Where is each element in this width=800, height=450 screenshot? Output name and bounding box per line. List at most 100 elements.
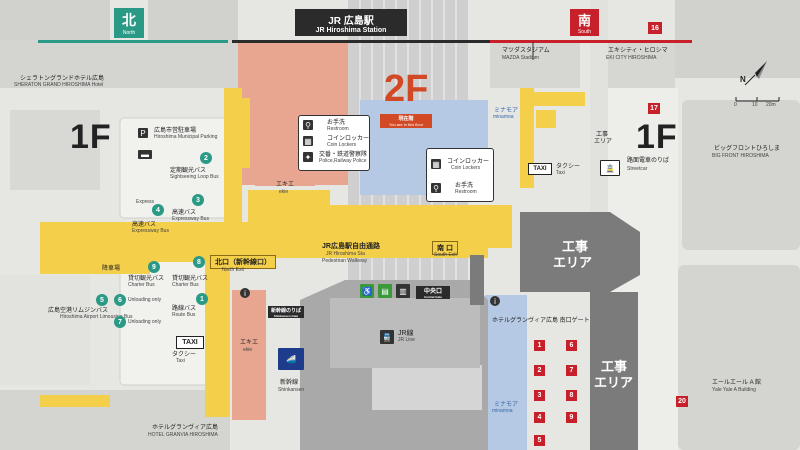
south-stop-1: 1 xyxy=(534,340,545,351)
shinkansen-icon: 🚄 xyxy=(278,348,304,370)
south-label-en: South xyxy=(577,29,592,35)
south-stop-9: 9 xyxy=(566,412,577,423)
construction-south-jp2: エリア xyxy=(594,375,634,390)
green-sign-icon-2: ▤ xyxy=(378,284,392,298)
left-floor-label: 1F xyxy=(70,118,112,156)
north-label-jp: 北 xyxy=(122,12,136,28)
shinkansen-gate-badge: 新幹線のりば Shinkansen Gate xyxy=(268,306,304,318)
restroom-south-icon: ⚲ xyxy=(431,183,441,193)
shinkansen-gate-en: Shinkansen Gate xyxy=(273,313,299,318)
marker-20: 20 xyxy=(676,396,688,407)
south-badge: 南 South xyxy=(570,9,599,36)
central-gate-en: Central Gate xyxy=(424,295,442,299)
marker-17: 17 xyxy=(648,103,660,114)
route-en: Route Bus xyxy=(172,312,196,318)
south-stop-5: 5 xyxy=(534,435,545,446)
taxi-sign-south: TAXI xyxy=(528,163,552,175)
charter-en: Charter Bus xyxy=(172,282,199,288)
walkway-jp: JR広島駅自由通路 xyxy=(322,243,380,250)
ekicity-en: EKI CITY HIROSHIMA xyxy=(606,55,657,61)
stop-8: 8 xyxy=(193,256,205,268)
loopbus-en: Sightseeing Loop Bus xyxy=(170,174,219,180)
taxi-north-en: Taxi xyxy=(176,358,185,364)
bus-icon: ▬ xyxy=(138,150,152,159)
sheraton-jp: シェラトングランドホテル広島 xyxy=(20,76,105,82)
parking-jp: 広島市営駐車場 xyxy=(154,128,197,134)
construction-south-jp: 工事 xyxy=(601,359,628,374)
parking-en: Hiroshima Municipal Parking xyxy=(154,134,218,140)
scale-20: 20m xyxy=(766,102,776,108)
police-en: Police,Railway Police xyxy=(319,158,367,164)
station-title-en: JR Hiroshima Station xyxy=(315,26,387,34)
taxi-sign-north: TAXI xyxy=(176,336,204,349)
facility-callout-north: お手洗 Restroom コインロッカー Coin Lockers 交番・鉄道警… xyxy=(298,115,370,171)
info-icon[interactable]: i xyxy=(240,288,250,298)
construction-center-jp2: エリア xyxy=(553,255,593,270)
station-title-jp: JR 広島駅 xyxy=(328,15,374,27)
south-stop-7: 7 xyxy=(566,365,577,376)
marker-16: 16 xyxy=(648,22,662,34)
airport-jp: 広島空港リムジンバス xyxy=(48,308,109,314)
bigfront-en: BIG FRONT HIROSHIMA xyxy=(712,153,769,159)
south-label-jp: 南 xyxy=(577,13,591,28)
charter-en-2: Charter Bus xyxy=(128,282,155,288)
central-gate-badge: 中央口 Central Gate xyxy=(416,286,450,299)
south-stop-2: 2 xyxy=(534,365,545,376)
marker-16-text: 16 xyxy=(651,24,659,32)
granvia-en: HOTEL GRANVIA HIROSHIMA xyxy=(148,432,218,438)
restroom-icon: ⚲ xyxy=(303,120,313,130)
taxi-south-en: Taxi xyxy=(556,170,565,176)
ekie-south-en: ekie xyxy=(243,347,253,353)
restroom-jp: お手洗 xyxy=(327,120,346,126)
airport-en: Hiroshima Airport Limousine Bus xyxy=(60,314,133,320)
express-label: Express xyxy=(136,199,155,205)
streetcar-icon: 🚊 xyxy=(600,160,620,176)
current-floor-label: 2F xyxy=(384,68,429,110)
locker-icon: ▦ xyxy=(303,136,313,146)
ekie-north-en: ekie xyxy=(279,189,289,195)
stop-6: 6 xyxy=(114,294,126,306)
granvia-jp: ホテルグランヴィア広島 xyxy=(152,425,219,431)
minamoa-north-jp: ミナモア xyxy=(494,108,519,114)
jrline-en: JR Line xyxy=(398,337,415,343)
info-icon-south[interactable]: i xyxy=(490,296,500,306)
current-floor-badge: 現在階 You are in this floor xyxy=(380,114,432,128)
yale-en: Yale Yale A Building xyxy=(712,387,756,393)
stop-7: 7 xyxy=(114,316,126,328)
south-stop-3: 3 xyxy=(534,390,545,401)
green-sign-icon: ♿ xyxy=(360,284,374,298)
express-en: Expressway Bus xyxy=(172,216,209,222)
construction-east-jp2: エリア xyxy=(594,139,613,145)
north-exit-en: North Exit xyxy=(222,267,244,273)
mazda-en: MAZDA Stadium xyxy=(502,55,539,61)
taxi-north-jp: タクシー xyxy=(172,352,197,358)
locker-en: Coin Lockers xyxy=(327,142,357,148)
scale-0: 0 xyxy=(734,102,737,108)
construction-east-jp: 工事 xyxy=(596,132,609,138)
shinkansen-gate-jp: 新幹線のりば xyxy=(270,307,301,314)
mazda-jp: マツダスタジアム xyxy=(502,48,550,54)
south-exit-en: South Exit xyxy=(434,252,457,258)
south-exit-badge: 南 口 xyxy=(432,241,458,255)
shinkansen-jp: 新幹線 xyxy=(280,380,299,386)
right-floor-label: 1F xyxy=(636,118,678,156)
stop-1: 1 xyxy=(196,293,208,305)
central-gate-jp: 中央口 xyxy=(423,289,442,295)
ekie-north-jp: エキエ xyxy=(276,182,295,188)
construction-center-jp: 工事 xyxy=(562,239,589,254)
charter-jp: 貸切観光バス xyxy=(172,276,209,282)
loopbus-jp: 定期観光バス xyxy=(170,168,207,174)
parking-icon: P xyxy=(138,128,148,138)
police-jp: 交番・鉄道警察隊 xyxy=(319,152,368,158)
compass-icon xyxy=(744,61,767,86)
locker-south-en: Coin Lockers xyxy=(451,165,481,171)
sheraton-en: SHERATON GRAND HIROSHIMA Hotel xyxy=(14,82,104,88)
bigfront-jp: ビッグフロントひろしま xyxy=(714,146,781,152)
route-jp: 路線バス xyxy=(172,306,197,312)
yale-jp: エールエール A 館 xyxy=(712,380,762,386)
unloading-6: Unloading only xyxy=(128,297,162,303)
taxi-south-jp: タクシー xyxy=(556,164,581,170)
walkway-en-1: JR Hiroshima Sta xyxy=(326,251,365,257)
north-exit-badge: 北口（新幹線口） xyxy=(210,255,276,269)
